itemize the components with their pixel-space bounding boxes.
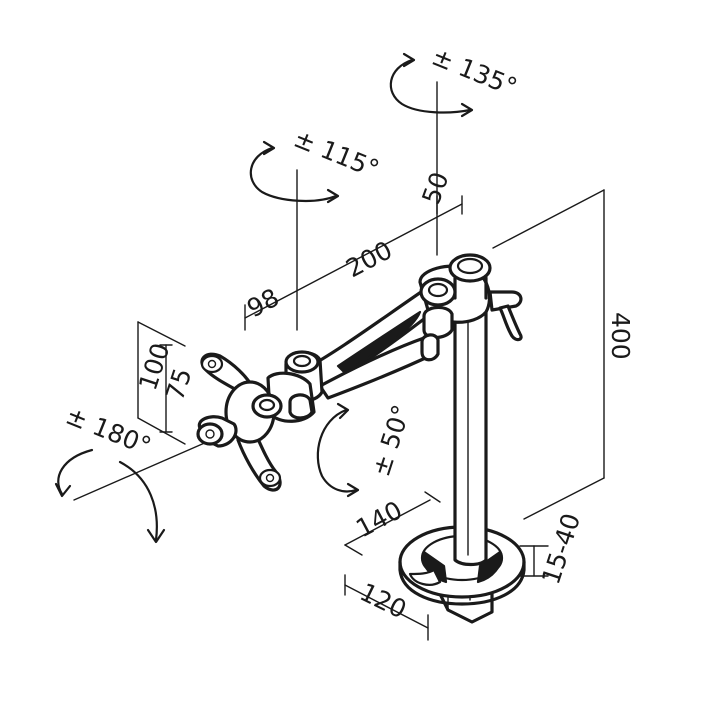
arrow-rot-head-icon — [54, 448, 166, 544]
label-clamp-range: 15-40 — [536, 510, 586, 588]
dimension-labels: ± 135° ± 115° ± 180° ± 50° 50 200 98 100… — [62, 42, 635, 625]
label-base-depth: 140 — [351, 495, 407, 543]
lock-handle-icon — [488, 290, 523, 342]
label-seg-offset: 50 — [416, 168, 454, 208]
label-rot-top: ± 135° — [428, 42, 521, 102]
label-seg-head: 98 — [242, 283, 284, 324]
arrow-rot-arm-icon — [249, 140, 340, 204]
vesa-head — [196, 352, 314, 492]
arrow-tilt-icon — [316, 402, 360, 498]
upper-arm — [298, 285, 450, 400]
label-rot-arm: ± 115° — [290, 124, 383, 184]
dimension-lines — [73, 81, 605, 641]
support-pole — [453, 280, 488, 567]
label-rot-head: ± 180° — [62, 401, 155, 461]
label-base-width: 120 — [355, 577, 411, 624]
label-pole-height: 400 — [606, 312, 635, 360]
rotation-arrows — [54, 52, 474, 544]
label-tilt: ± 50° — [366, 401, 416, 480]
arrow-rot-top-icon — [389, 52, 474, 118]
pole-top-joint — [418, 253, 492, 362]
